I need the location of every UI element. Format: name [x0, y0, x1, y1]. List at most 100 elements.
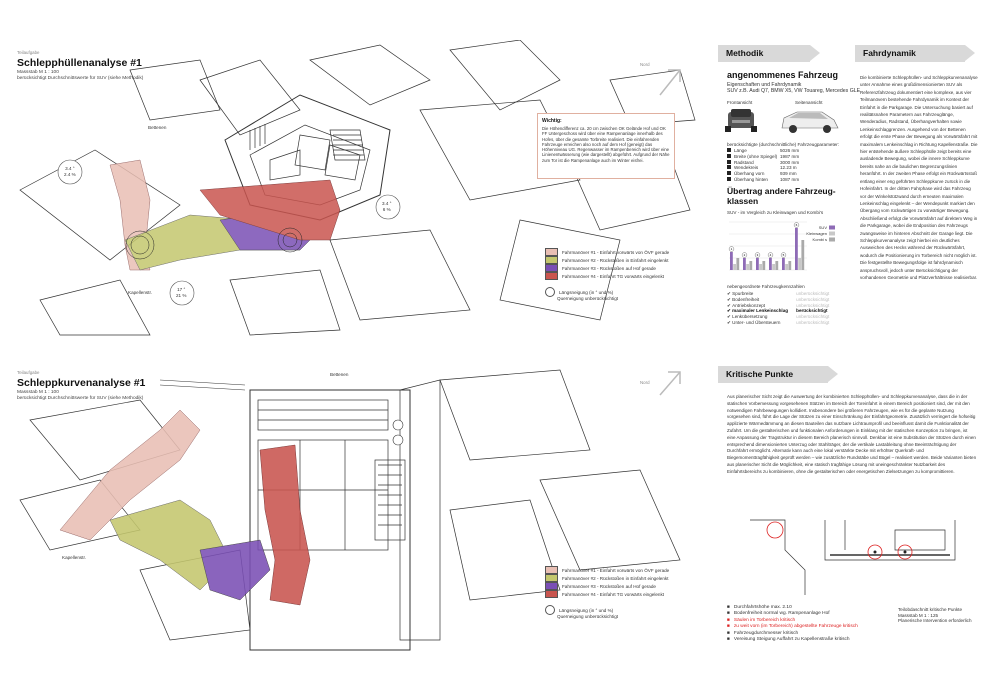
kritisch-bullet: ■Bodenfreiheit normal wg. Rampenanlage H… [727, 611, 830, 617]
check-icon: ✔ [727, 308, 731, 314]
kritisch-bullet: ■Fahrzeugdurchmesser kritisch [727, 630, 799, 636]
top-note-box: Wichtig: Die Höhendifferenz ca. 20 cm zw… [537, 113, 675, 179]
note-box-title: Wichtig: [542, 118, 562, 124]
top-legend-slope: Längsneigung (in ° und %) [545, 287, 669, 297]
bottom-label-kapellen: Kapellenstr. [62, 555, 87, 560]
top-path-4 [199, 179, 341, 241]
chart-marker-5 [780, 252, 787, 258]
check-icon: ✔ [727, 314, 731, 320]
top-label-kapellen: Kapellenstr. [128, 290, 153, 295]
chart-marker-2 [741, 252, 748, 258]
bottom-legend-slope: Längsneigung (in ° und %) [545, 605, 669, 615]
bottom-path-1 [59, 409, 201, 541]
chart-marker-4 [767, 252, 774, 258]
chart-bar-suv-3 [756, 258, 759, 270]
bottom-legend-item-4: Fahrmanöver #4 - Einfahrt TG vorwärts ei… [545, 590, 669, 598]
kritisch-bullet: ■zu weit vorn (im Torbereich) abgestellt… [727, 624, 858, 630]
kritisch-bullet: ■Vereisung Steigung Auffahrt zu Kapellen… [727, 637, 850, 643]
chart-category-label: 1 [731, 247, 733, 251]
spec-row: Breite (ohne Spiegel)1987 mm [727, 153, 799, 160]
chart-legend-label: Kombi s [813, 237, 827, 242]
chart-bar-suv-1 [730, 252, 733, 270]
chart-category-label: 2 [744, 253, 746, 257]
spec-title: berücksichtigte (durchschnittliche) Fahr… [727, 142, 840, 147]
methodik-heading: angenommenes Fahrzeug [727, 70, 839, 80]
chart-marker-1 [728, 246, 735, 252]
vehicle-drawings [725, 109, 839, 133]
bottom-kicker: Teilaufgabe [17, 370, 40, 375]
car-side-icon [781, 111, 839, 133]
bottom-legend-item-1: Fahrmanöver #1 - Einfahrt vorwärts von Ö… [545, 566, 669, 574]
bottom-legend-item-2: Fahrmanöver #2 - Rückstoßen in Einfahrt … [545, 574, 669, 582]
bottom-note: berücksichtigt Durchschnittswerte für SU… [17, 396, 144, 401]
chart-bar-kombi-s-5 [788, 261, 792, 270]
critical-section-plan [750, 519, 956, 595]
chart-category-label: 6 [796, 223, 798, 227]
chart-bar-kleinwagen-3 [759, 264, 762, 270]
check-icon: ✔ [727, 296, 731, 302]
kritisch-bullet: ■Säulen im Torbereich kritisch [727, 617, 796, 623]
chart-bar-kleinwagen-4 [772, 264, 775, 270]
chart-bar-kleinwagen-5 [785, 264, 788, 270]
side-view-label: Seitenansicht [795, 100, 823, 105]
top-title: Schlepphüllenanalyse #1 [17, 57, 142, 69]
top-site-plan [19, 40, 696, 336]
chart-legend-swatch [829, 231, 835, 236]
chart-category-label: 5 [783, 253, 785, 257]
fahrdynamik-text: Die kombinierte Schlepphüllen- und Schle… [860, 75, 978, 280]
bottom-legend-cross: Querneigung unberücksichtigt [557, 614, 619, 619]
top-legend-cross: Querneigung unberücksichtigt [557, 296, 619, 301]
top-scale: Massstab M 1 : 100 [17, 70, 59, 75]
top-slope-1: 3.4 °2.4 % [64, 166, 76, 177]
check-icon: ✔ [727, 319, 731, 325]
chart-bar-kombi-s-4 [775, 261, 779, 270]
bottom-north-label: Nord [640, 380, 650, 385]
chart-legend-label: SUV [819, 225, 828, 230]
kritisch-text: Aus planerischer Sicht zeigt die Auswert… [727, 394, 977, 474]
chart-bar-kleinwagen-6 [798, 258, 801, 270]
bottom-path-4 [259, 444, 311, 606]
top-slope-3: 17 °21 % [176, 287, 187, 298]
top-legend-item-1: Fahrmanöver #1 - Einfahrt vorwärts von Ö… [545, 248, 669, 256]
top-legend: Fahrmanöver #1 - Einfahrt vorwärts von Ö… [545, 248, 669, 302]
top-label-betten: Bettenen [148, 125, 167, 130]
slope-icon [545, 605, 555, 615]
methodik-sub1: Eigenschaften und Fahrdynamik [727, 82, 802, 88]
bottom-site-plan [19, 369, 681, 651]
chart-bar-suv-6 [795, 228, 798, 270]
tab-fahrdynamik: Fahrdynamik [855, 45, 975, 62]
methodik-sub2: SUV z.B. Audi Q7, BMW X5, VW Touareg, Me… [727, 88, 861, 94]
top-north-label: Nord [640, 62, 650, 67]
chart-bar-kombi-s-2 [749, 261, 753, 270]
tab-kritische-punkte: Kritische Punkte [718, 366, 838, 383]
chart-bar-suv-5 [782, 258, 785, 270]
param-title: nebengeordnete Fahrzeugkennzahlen [727, 284, 805, 289]
chart-marker-6 [793, 222, 800, 228]
bottom-scale: Massstab M 1 : 100 [17, 390, 59, 395]
check-icon: ✔ [727, 291, 731, 296]
chart-legend-label: Kleinwagen [806, 231, 827, 236]
bottom-label-betten: Bettenen [330, 372, 349, 377]
top-slope-2: 3.4 °6 % [382, 201, 392, 212]
kritisch-bullet: ■Durchfahrtshöhe max. 2.10 [727, 605, 792, 610]
front-view-label: Frontansicht [727, 100, 753, 105]
bottom-legend-item-3: Fahrmanöver #3 - Rückstoßen auf Hof gera… [545, 582, 669, 590]
chart-bar-suv-4 [769, 258, 772, 270]
top-legend-item-2: Fahrmanöver #2 - Rückstoßen in Einfahrt … [545, 256, 669, 264]
chart-bar-kombi-s-3 [762, 261, 766, 270]
kritisch-bullets: ■Durchfahrtshöhe max. 2.10 ■Bodenfreihei… [727, 605, 887, 643]
bottom-legend: Fahrmanöver #1 - Einfahrt vorwärts von Ö… [545, 566, 669, 620]
uebertrag-title: Übertrag andere Fahrzeug-klassen [727, 186, 836, 206]
chart-bar-kombi-s-6 [801, 240, 805, 270]
